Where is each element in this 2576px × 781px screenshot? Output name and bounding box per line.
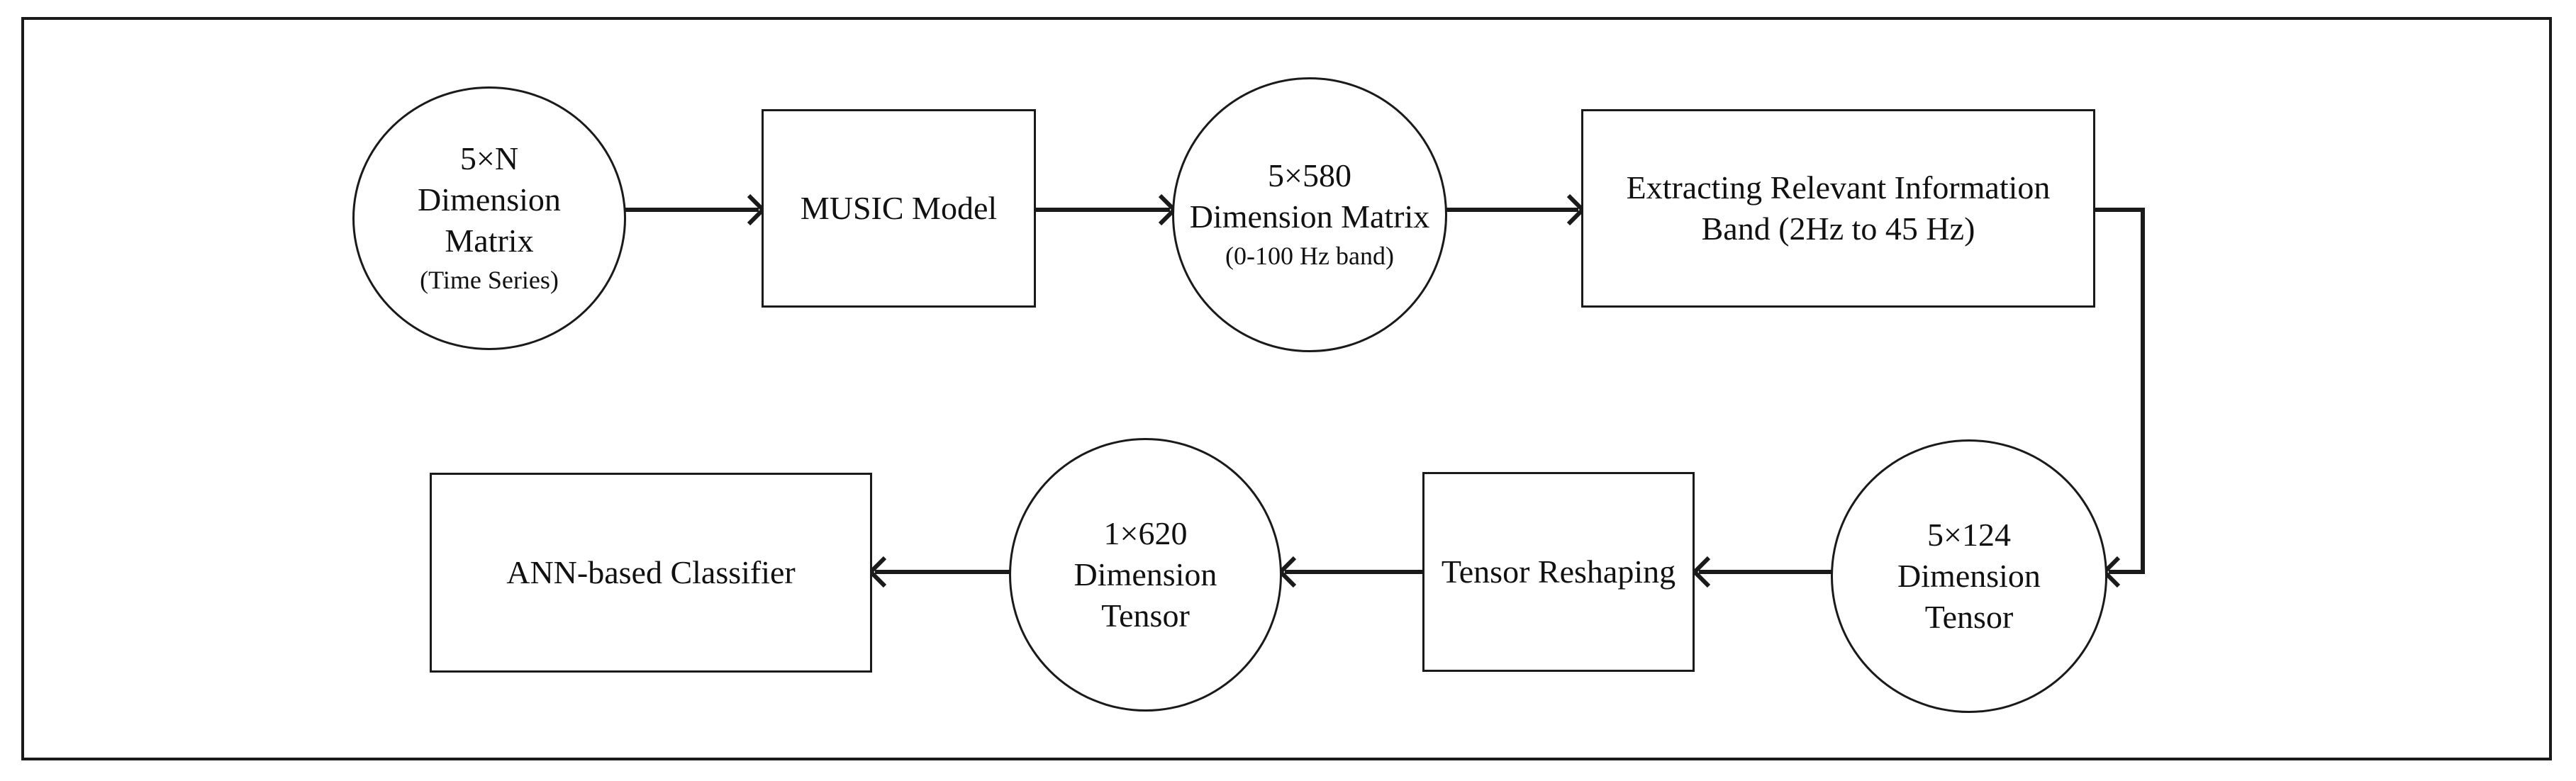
node-label-line: MUSIC Model [800, 190, 998, 226]
node-label-line: Dimension [1074, 556, 1217, 592]
tensor-reshaping-node: Tensor Reshaping [1422, 472, 1695, 672]
node-label-line: Extracting Relevant Information [1626, 169, 2051, 206]
node-label-line: Tensor [1924, 599, 2014, 635]
arrow-extraction-to-band-tensor [2095, 208, 2145, 574]
ann-classifier-node: ANN-based Classifier [430, 473, 872, 673]
node-label-line: Band (2Hz to 45 Hz) [1701, 210, 1975, 247]
node-label-line: Dimension [1897, 558, 2041, 594]
node-label-line: Dimension Matrix [1189, 198, 1430, 235]
node-label-line: Tensor [1101, 597, 1190, 634]
band-tensor-node: 5×124 Dimension Tensor [1831, 439, 2107, 713]
node-label-line: 5×124 [1927, 517, 2011, 553]
node-label-line: 1×620 [1103, 515, 1188, 551]
diagram-frame [21, 17, 2552, 760]
node-sublabel: (Time Series) [420, 266, 559, 294]
flat-tensor-node: 1×620 Dimension Tensor [1009, 438, 1282, 712]
node-label-line: Tensor Reshaping [1441, 554, 1676, 590]
node-label-line: Dimension [418, 181, 561, 218]
band-extraction-node: Extracting Relevant Information Band (2H… [1581, 109, 2095, 308]
spectrum-matrix-node: 5×580 Dimension Matrix (0-100 Hz band) [1172, 77, 1447, 352]
node-label-line: ANN-based Classifier [506, 554, 796, 590]
music-model-node: MUSIC Model [762, 109, 1036, 308]
input-matrix-node: 5×N Dimension Matrix (Time Series) [352, 86, 626, 350]
node-label-line: Matrix [445, 223, 534, 259]
node-label-line: 5×N [459, 140, 519, 176]
node-sublabel: (0-100 Hz band) [1225, 242, 1394, 270]
node-label-line: 5×580 [1268, 157, 1351, 193]
